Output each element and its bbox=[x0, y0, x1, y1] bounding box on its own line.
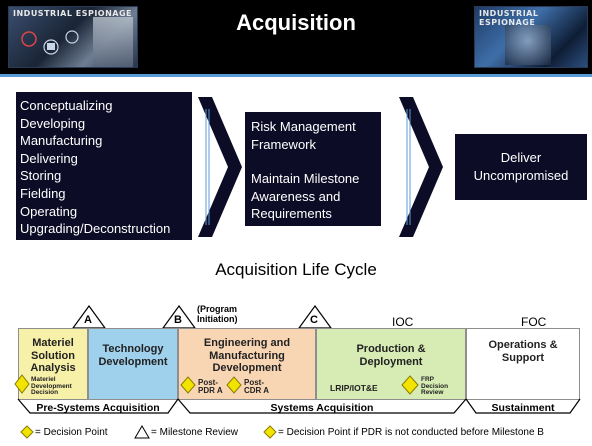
pdr-decision-diamond-icon bbox=[180, 376, 196, 394]
program-initiation-label: (Program Initiation) bbox=[197, 304, 238, 324]
post-cdr-label: Post-CDR A bbox=[244, 378, 270, 395]
banner-left-text: INDUSTRIAL ESPIONAGE bbox=[13, 9, 133, 18]
phase-label: Operations & Support bbox=[488, 339, 558, 364]
frp-label: FRP Decision Review bbox=[421, 376, 449, 396]
milestone-c-label: C bbox=[310, 314, 318, 326]
phase-engineering-manufacturing: Engineering and Manufacturing Developmen… bbox=[178, 328, 316, 400]
activity-item: Fielding bbox=[20, 185, 66, 201]
phase-label: Technology Development bbox=[98, 343, 168, 368]
banner-image-left: INDUSTRIAL ESPIONAGE bbox=[8, 6, 138, 68]
risk-management-text: Risk Management Framework bbox=[251, 119, 356, 152]
stage-brackets bbox=[17, 398, 581, 414]
phase-label: Materiel Solution Analysis bbox=[30, 337, 76, 374]
stage-sustainment: Sustainment bbox=[491, 402, 555, 414]
banner-image-right: INDUSTRIAL ESPIONAGE bbox=[474, 6, 588, 68]
legend-milestone-text: = Milestone Review bbox=[151, 427, 238, 438]
legend-decision-text: = Decision Point bbox=[35, 427, 108, 438]
activities-box: Conceptualizing Developing Manufacturing… bbox=[16, 92, 192, 240]
activity-item: Manufacturing bbox=[20, 133, 103, 149]
deliver-text: Deliver Uncompromised bbox=[473, 150, 569, 183]
cyber-icons bbox=[21, 30, 79, 55]
chevron-arrow-1 bbox=[198, 97, 242, 237]
phase-technology-development: Technology Development bbox=[88, 328, 178, 400]
phase-label: Engineering and Manufacturing Developmen… bbox=[203, 337, 291, 374]
legend-pdr-icon bbox=[263, 425, 277, 439]
decision-diamond-icon bbox=[401, 375, 419, 395]
post-pdr-label: Post-PDR A bbox=[198, 378, 223, 395]
phase-production-deployment: Production & Deployment bbox=[316, 328, 466, 400]
activity-item: Operating bbox=[20, 203, 78, 219]
ioc-label: IOC bbox=[392, 315, 414, 329]
chevron-arrow-2 bbox=[399, 97, 443, 237]
activity-item: Storing bbox=[20, 168, 62, 184]
activity-item: Conceptualizing bbox=[20, 98, 113, 113]
stage-systems-acquisition: Systems Acquisition bbox=[270, 402, 374, 414]
milestone-a-label: A bbox=[84, 314, 92, 326]
header-divider bbox=[0, 74, 592, 77]
phase-label: Production & Deployment bbox=[356, 343, 426, 368]
foc-label: FOC bbox=[521, 315, 547, 329]
legend-milestone-icon bbox=[134, 425, 150, 439]
activity-item: Upgrading/Deconstruction bbox=[20, 221, 171, 237]
lrip-label: LRIP/IOT&E bbox=[330, 383, 378, 393]
deliver-box: Deliver Uncompromised bbox=[455, 134, 587, 200]
milestone-awareness-text: Maintain Milestone Awareness and Require… bbox=[251, 171, 360, 222]
phase-operations-support: Operations & Support bbox=[466, 328, 580, 400]
mdd-label: Materiel Development Decision bbox=[31, 376, 72, 396]
pdr-decision-diamond-icon bbox=[226, 376, 242, 394]
activity-item: Developing bbox=[20, 115, 86, 131]
banner-right-text: INDUSTRIAL ESPIONAGE bbox=[479, 9, 539, 27]
stage-pre-systems: Pre-Systems Acquisition bbox=[36, 402, 160, 414]
milestone-b-label: B bbox=[174, 314, 182, 326]
phase-materiel-solution-analysis: Materiel Solution Analysis bbox=[18, 328, 88, 400]
page-title: Acquisition bbox=[236, 10, 356, 35]
legend-decision-icon bbox=[20, 425, 34, 439]
lifecycle-title: Acquisition Life Cycle bbox=[215, 260, 377, 279]
activity-item: Delivering bbox=[20, 150, 78, 166]
legend-pdr-text: = Decision Point if PDR is not conducted… bbox=[278, 427, 544, 438]
risk-management-box: Risk Management Framework Maintain Miles… bbox=[245, 112, 381, 226]
decision-diamond-icon bbox=[14, 374, 30, 394]
